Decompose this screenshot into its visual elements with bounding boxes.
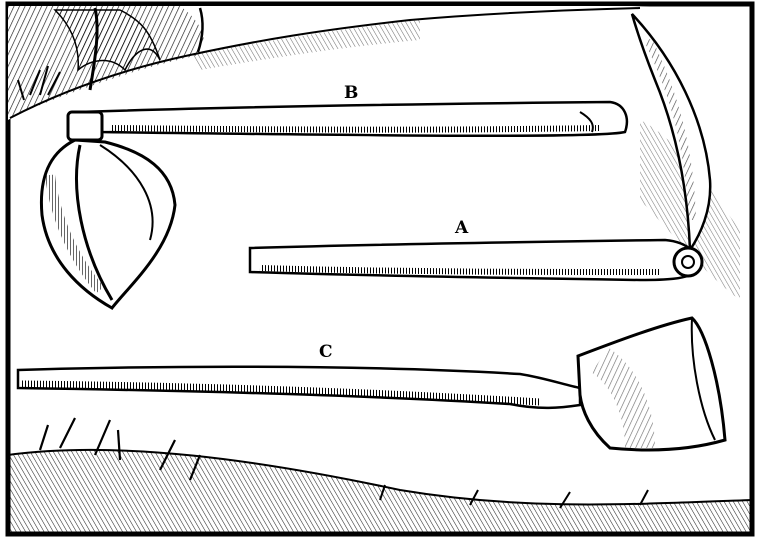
shovel (16, 316, 727, 452)
mattock (39, 100, 629, 310)
tool-label-c: C (319, 342, 333, 362)
hill-top-left (8, 6, 650, 120)
tool-label-b: B (344, 83, 359, 103)
scythe (248, 13, 712, 282)
shrub (53, 7, 204, 91)
grass-tuft (17, 65, 61, 101)
ground-bottom (7, 417, 753, 534)
tool-label-a: A (455, 218, 469, 238)
